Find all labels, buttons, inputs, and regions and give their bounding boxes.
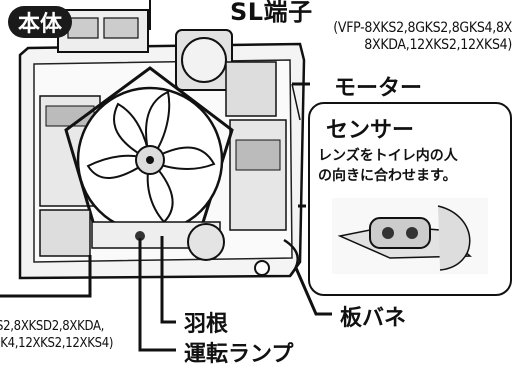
run-lamp-label: 運転ランプ [184,342,294,367]
sl-terminal-label: SL端子 [230,0,313,26]
device-illustration [0,0,340,352]
model-list-bottom: S2,8XKSD2,8XKDA, (K4,12XKS2,12XKS4) [0,318,113,352]
model-list-top: (VFP-8XKS2,8GKS2,8GKS4,8X 8XKDA,12XKS2,1… [232,20,512,54]
motor-label: モーター [334,76,423,101]
sensor-illustration [332,198,488,274]
blade-label: 羽根 [184,312,229,337]
leaf-spring-label: 板バネ [340,306,407,331]
model-list-top-line1: (VFP-8XKS2,8GKS2,8GKS4,8X [333,20,512,36]
model-list-top-line2: 8XKDA,12XKS2,12XKS4) [364,37,512,53]
sensor-title: センサー [326,118,415,143]
main-unit-badge: 本体 [8,6,72,38]
model-list-bottom-line2: (K4,12XKS2,12XKS4) [0,336,114,351]
sensor-description: レンズをトイレ内の人 の向きに合わせます。 [318,146,458,186]
sensor-desc-line2: の向きに合わせます。 [318,168,457,184]
sensor-desc-line1: レンズをトイレ内の人 [318,148,458,164]
model-list-bottom-line1: S2,8XKSD2,8XKDA, [0,319,105,334]
